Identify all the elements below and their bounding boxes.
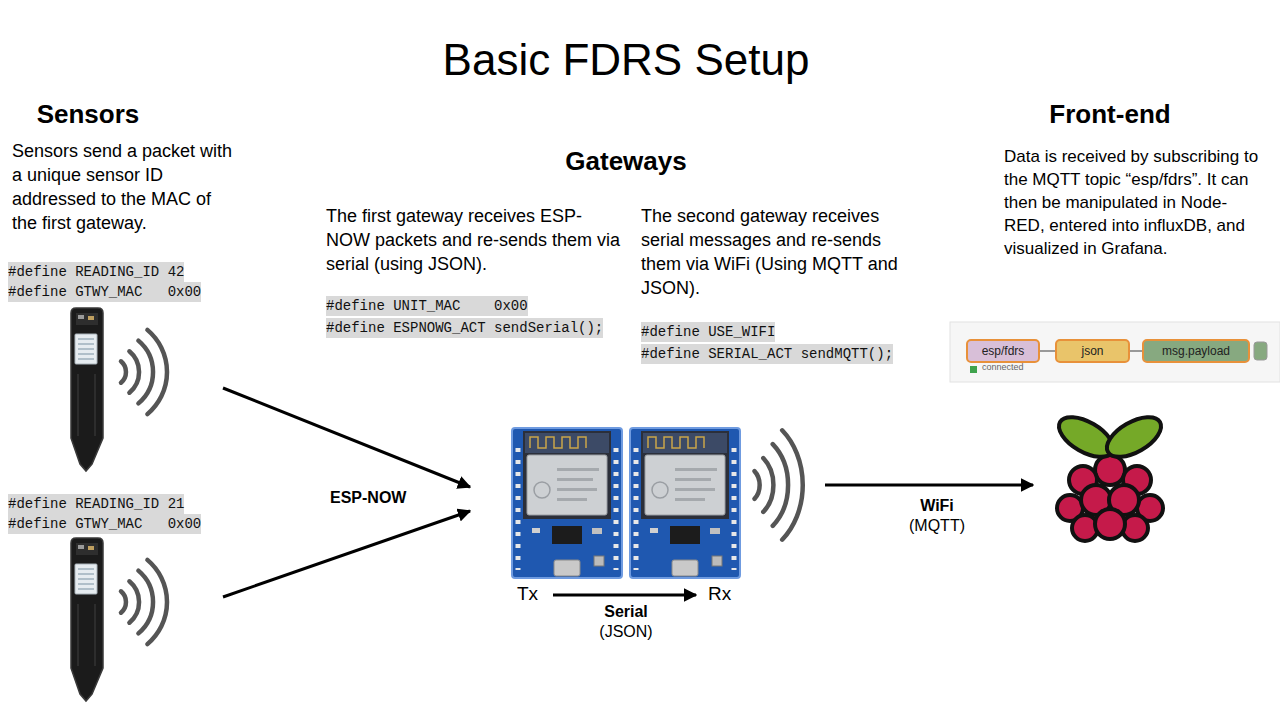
flow-node: esp/fdrsconnected: [966, 339, 1040, 363]
espnow-arrow: [223, 511, 470, 597]
gateway-node: Tx: [470, 425, 622, 610]
section-heading: Sensors: [0, 99, 188, 129]
flow-node: msg.payload: [1142, 339, 1250, 363]
description-text: Sensors send a packet with a unique sens…: [12, 139, 234, 235]
code-line: #define ESPNOWG_ACT sendSerial();: [326, 318, 603, 338]
code-line: #define GTWY_MAC 0x00: [8, 282, 201, 302]
flow-wire: [1040, 350, 1055, 352]
code-line: #define UNIT_MAC 0x00: [326, 296, 528, 316]
gateway-node: Rx: [630, 425, 745, 610]
section-heading: Gateways: [506, 146, 746, 176]
raspberry-pi-logo-part: [1095, 455, 1125, 485]
link-label: ESP-NOW: [330, 488, 406, 508]
description-text: The first gateway receives ESP-NOW packe…: [326, 204, 626, 276]
wifi-arrow-part: [825, 484, 1033, 487]
board-label: Rx: [708, 583, 731, 605]
sensor-node: #define READING_ID 42#define GTWY_MAC 0x…: [8, 262, 223, 475]
node-red-panel-part: [970, 366, 977, 373]
link-label: (JSON): [576, 622, 676, 642]
section-heading: Front-end: [990, 99, 1230, 129]
radio-waves: [121, 330, 167, 414]
node-red-panel-part: [950, 322, 1280, 382]
esp32-board: [630, 428, 740, 578]
flow-node-label: esp/fdrs: [982, 344, 1025, 358]
code-line: #define USE_WIFI: [641, 322, 775, 342]
description-text: Data is received by subscribing to the M…: [1004, 145, 1262, 260]
esp32-board: [512, 428, 622, 578]
sensor-board: [71, 538, 103, 701]
node-red-panel-part: [1254, 342, 1267, 360]
flow-node-label: json: [1081, 344, 1103, 358]
diagram-title: Basic FDRS Setup: [176, 34, 1076, 86]
flow-node: json: [1055, 339, 1130, 363]
serial-arrow-part: [553, 594, 696, 597]
gateway-illustration: [512, 428, 803, 578]
serial-arrow: [553, 595, 696, 596]
board-label: Tx: [517, 583, 538, 605]
radio-waves: [121, 560, 167, 644]
flow-wire: [1130, 350, 1142, 352]
sensor-node: #define READING_ID 21#define GTWY_MAC 0x…: [8, 494, 223, 706]
raspberry-pi-logo-part: [1101, 409, 1168, 465]
link-label: WiFi: [887, 496, 987, 516]
sensor-board: [71, 308, 103, 471]
raspberry-pi-logo: [1053, 409, 1168, 541]
espnow-arrow: [223, 388, 470, 487]
radio-waves: [754, 430, 802, 539]
code-line: #define GTWY_MAC 0x00: [8, 514, 201, 534]
wifi-arrow: [825, 485, 1033, 486]
code-line: #define READING_ID 42: [8, 262, 184, 282]
description-text: The second gateway receives serial messa…: [641, 204, 926, 300]
raspberry-pi-logo-part: [1095, 509, 1125, 539]
flow-node-label: msg.payload: [1162, 344, 1230, 358]
link-label: (MQTT): [887, 516, 987, 536]
code-line: #define SERIAL_ACT sendMQTT();: [641, 344, 893, 364]
link-label: Serial: [576, 602, 676, 622]
status-label: connected: [982, 362, 1024, 373]
node-red-panel: [950, 322, 1280, 382]
code-line: #define READING_ID 21: [8, 494, 184, 514]
